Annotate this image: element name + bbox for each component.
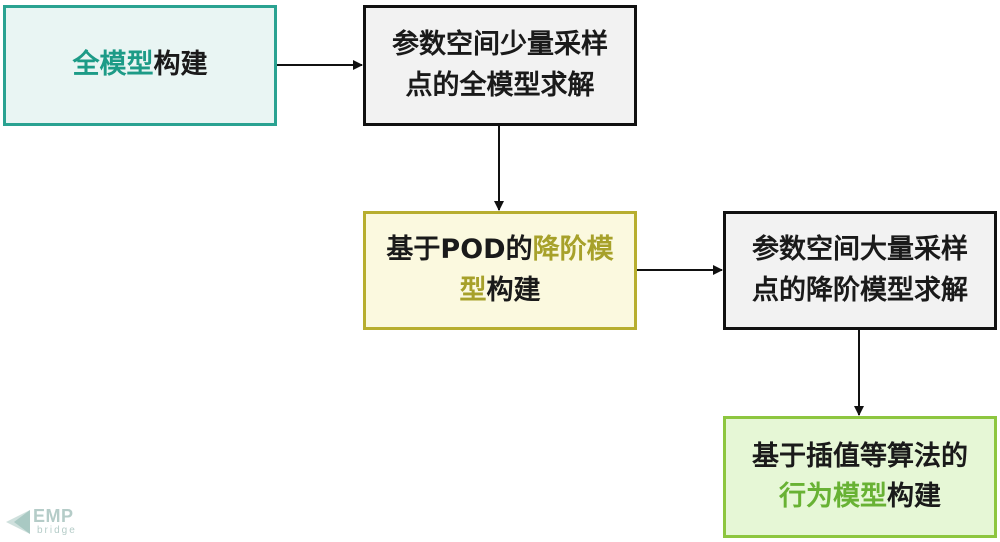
node-rom-solve-line2: 点的降阶模型求解: [752, 274, 968, 306]
node-pod-rom-text: 基于POD的降阶模 型构建: [386, 230, 613, 311]
emp-bridge-logo: EMP bridge: [4, 506, 86, 538]
node-full-solve-text: 参数空间少量采样 点的全模型求解: [392, 25, 608, 106]
node-full-model-text: 全模型构建: [73, 45, 208, 86]
node-behavior-model-text: 基于插值等算法的 行为模型构建: [752, 437, 968, 518]
node-pod-rom-highlight-1: 降阶模: [532, 234, 614, 265]
node-behavior-model-line1: 基于插值等算法的: [752, 440, 968, 472]
node-pod-rom-line2: 型构建: [386, 271, 613, 312]
node-behavior-model-line2: 行为模型构建: [752, 477, 968, 518]
node-rom-solve: 参数空间大量采样 点的降阶模型求解: [723, 211, 997, 330]
node-rom-solve-line1: 参数空间大量采样: [752, 234, 968, 265]
node-pod-rom-prefix: 基于POD的: [386, 234, 533, 265]
node-behavior-model: 基于插值等算法的 行为模型构建: [723, 416, 997, 538]
node-rom-solve-text: 参数空间大量采样 点的降阶模型求解: [752, 230, 968, 311]
node-behavior-model-suffix: 构建: [887, 481, 941, 512]
node-pod-rom: 基于POD的降阶模 型构建: [363, 211, 637, 330]
node-pod-rom-line1: 基于POD的降阶模: [386, 230, 613, 271]
logo-arrow-icon: [6, 510, 30, 534]
node-behavior-model-highlight: 行为模型: [779, 481, 887, 512]
node-pod-rom-highlight-2: 型: [459, 274, 487, 306]
logo-text: EMP: [33, 506, 74, 526]
node-full-model-highlight: 全模型: [72, 49, 154, 81]
node-full-model-rest: 构建: [153, 49, 208, 81]
node-full-model: 全模型构建: [3, 5, 277, 126]
node-full-solve: 参数空间少量采样 点的全模型求解: [363, 5, 637, 126]
node-full-solve-line2: 点的全模型求解: [405, 69, 595, 101]
node-pod-rom-suffix: 构建: [486, 274, 541, 306]
logo-subtext: bridge: [37, 525, 77, 536]
node-full-solve-line1: 参数空间少量采样: [392, 29, 608, 60]
